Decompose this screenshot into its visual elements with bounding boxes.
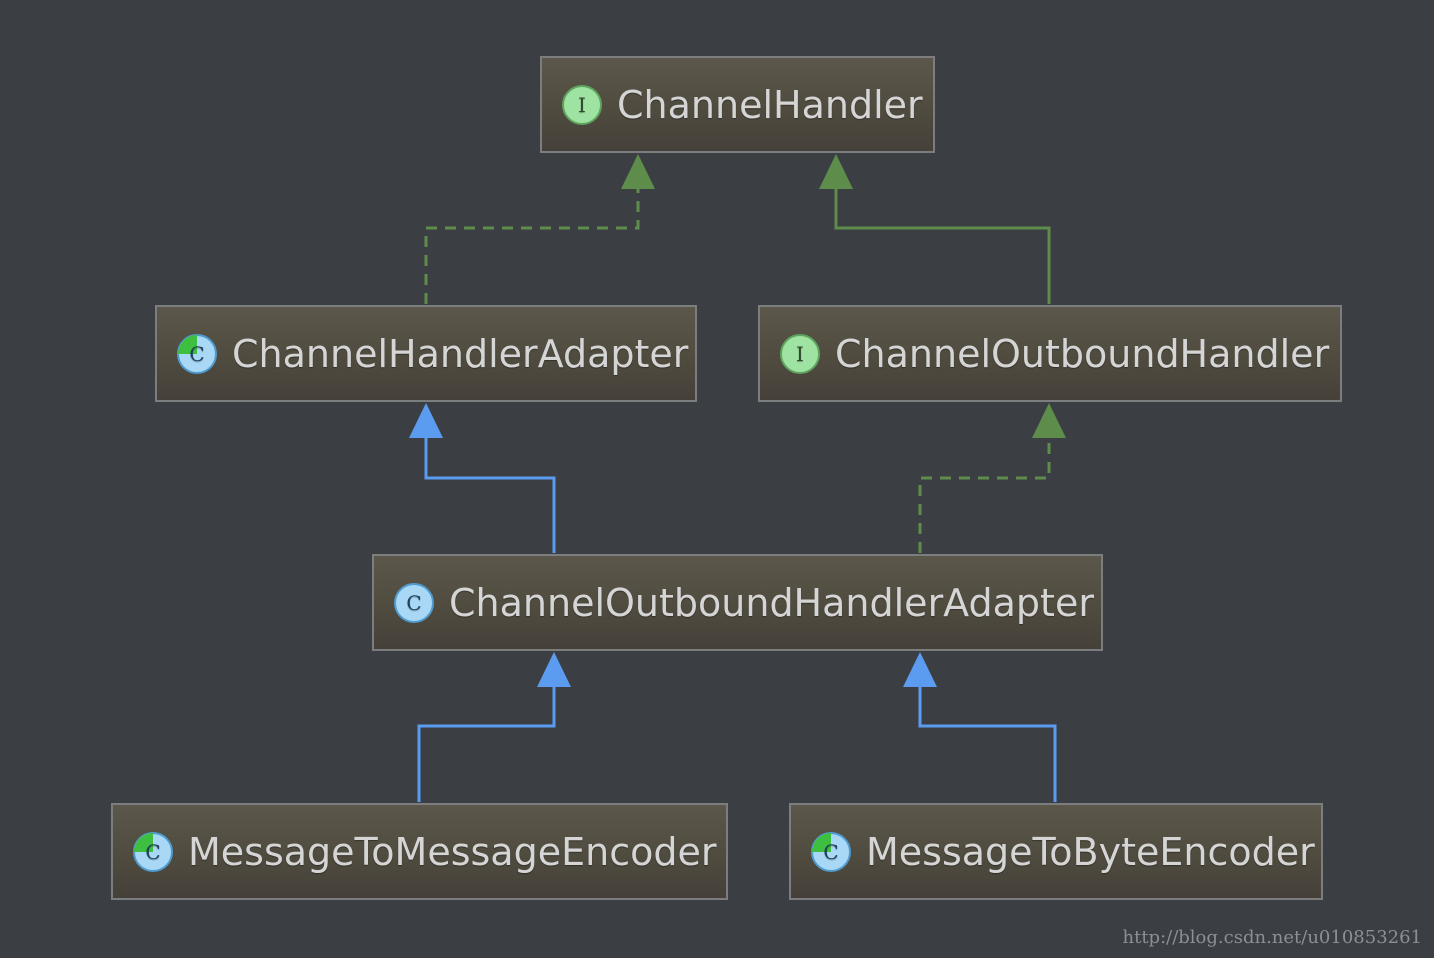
node-channel-handler-adapter[interactable]: C ChannelHandlerAdapter — [155, 305, 697, 402]
abstract-class-icon: C — [810, 831, 852, 873]
node-channel-outbound-handler-adapter[interactable]: C ChannelOutboundHandlerAdapter — [372, 554, 1103, 651]
svg-text:C: C — [189, 342, 204, 366]
svg-text:C: C — [145, 840, 160, 864]
svg-text:I: I — [578, 93, 586, 117]
node-label: MessageToByteEncoder — [866, 829, 1315, 874]
interface-icon: I — [561, 84, 603, 126]
node-label: ChannelHandlerAdapter — [232, 331, 689, 376]
svg-text:I: I — [796, 342, 804, 366]
edge-arrowhead — [409, 403, 443, 438]
edge-channeloutboundhandleradapter-to-channelhandleradapter — [409, 403, 556, 553]
node-label: ChannelOutboundHandler — [835, 331, 1330, 376]
edge-messagetobyteencoder-to-channeloutboundhandleradapter — [903, 652, 1057, 802]
edge-arrowhead — [1032, 403, 1066, 438]
interface-icon: I — [779, 333, 821, 375]
node-message-to-message-encoder[interactable]: C MessageToMessageEncoder — [111, 803, 728, 900]
class-icon: C — [393, 582, 435, 624]
abstract-class-icon: C — [176, 333, 218, 375]
watermark-url: http://blog.csdn.net/u010853261 — [1122, 927, 1423, 948]
node-label: ChannelHandler — [617, 82, 923, 127]
edge-arrowhead — [537, 652, 571, 687]
node-label: MessageToMessageEncoder — [188, 829, 717, 874]
edge-messagetomessageencoder-to-channeloutboundhandleradapter — [417, 652, 571, 802]
node-channel-handler[interactable]: I ChannelHandler — [540, 56, 935, 153]
edge-channelhandleradapter-to-channelhandler — [424, 154, 655, 304]
node-channel-outbound-handler[interactable]: I ChannelOutboundHandler — [758, 305, 1342, 402]
edge-arrowhead — [621, 154, 655, 189]
svg-text:C: C — [406, 591, 421, 615]
edge-arrowhead — [903, 652, 937, 687]
abstract-class-icon: C — [132, 831, 174, 873]
svg-text:C: C — [823, 840, 838, 864]
edge-channeloutboundhandleradapter-to-channeloutboundhandler — [918, 403, 1066, 553]
edge-arrowhead — [819, 154, 853, 189]
edge-channeloutboundhandler-to-channelhandler — [819, 154, 1051, 304]
node-label: ChannelOutboundHandlerAdapter — [449, 580, 1094, 625]
node-message-to-byte-encoder[interactable]: C MessageToByteEncoder — [789, 803, 1323, 900]
